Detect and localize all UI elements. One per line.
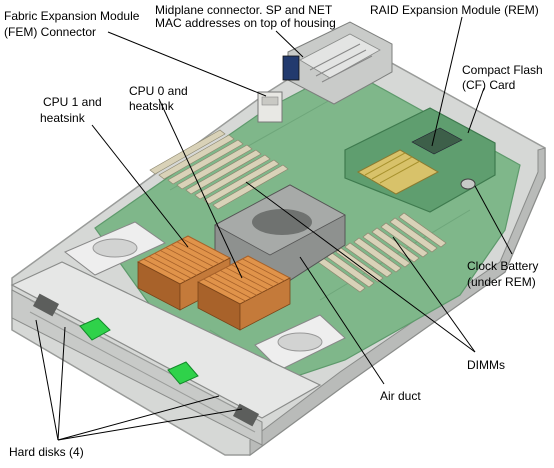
front-fan-left: [64, 221, 167, 276]
label-cf-line1: Compact Flash: [462, 63, 543, 77]
dimm-module: [362, 232, 411, 268]
hard-disk-slot: [33, 293, 59, 317]
dimm-module: [194, 154, 271, 200]
label-cpu1-line1: CPU 1 and: [43, 95, 102, 109]
green-latch-left[interactable]: [79, 317, 111, 341]
label-cpu0-line2: heatsink: [129, 99, 175, 113]
raid-expansion-module: [344, 107, 496, 213]
compact-flash-card: [356, 149, 440, 195]
dimm-module: [380, 222, 429, 258]
label-battery-line1: Clock Battery: [467, 259, 538, 273]
dimm-module: [335, 247, 384, 283]
label-battery-line2: (under REM): [467, 275, 536, 289]
dimm-module: [389, 217, 438, 253]
dimm-module: [212, 164, 289, 210]
callout-labels: Fabric Expansion Module (FEM) Connector …: [4, 3, 543, 459]
dimm-bank-right: [317, 212, 447, 293]
chassis-side-wall: [249, 147, 546, 456]
dimm-module: [371, 227, 420, 263]
cpu1-heatsink: [136, 235, 232, 311]
fem-connector: [257, 91, 283, 123]
green-latch-right[interactable]: [167, 361, 199, 385]
label-airduct: Air duct: [380, 389, 421, 403]
midplane-connector: [282, 21, 393, 105]
dimm-module: [167, 139, 244, 185]
label-cpu0-line1: CPU 0 and: [129, 84, 188, 98]
dimm-module: [398, 212, 447, 248]
leader-lines: [35, 16, 513, 441]
dimm-module: [344, 242, 393, 278]
dimm-module: [158, 134, 235, 180]
label-cpu1-line2: heatsink: [40, 111, 86, 125]
dimm-module: [353, 237, 402, 273]
dimm-module: [149, 129, 226, 175]
label-harddisks: Hard disks (4): [9, 445, 84, 459]
label-midplane-line1: Midplane connector. SP and NET: [155, 3, 333, 17]
cpu0-heatsink: [196, 255, 292, 331]
dimm-module: [185, 149, 262, 195]
label-fem-line1: Fabric Expansion Module: [4, 9, 140, 23]
label-dimms: DIMMs: [467, 358, 505, 372]
clock-battery: [460, 178, 476, 190]
label-rem: RAID Expansion Module (REM): [370, 3, 539, 17]
label-cf-line2: (CF) Card: [462, 78, 515, 92]
label-fem-line2: (FEM) Connector: [4, 25, 96, 39]
label-midplane-line2: MAC addresses on top of housing: [155, 16, 336, 30]
